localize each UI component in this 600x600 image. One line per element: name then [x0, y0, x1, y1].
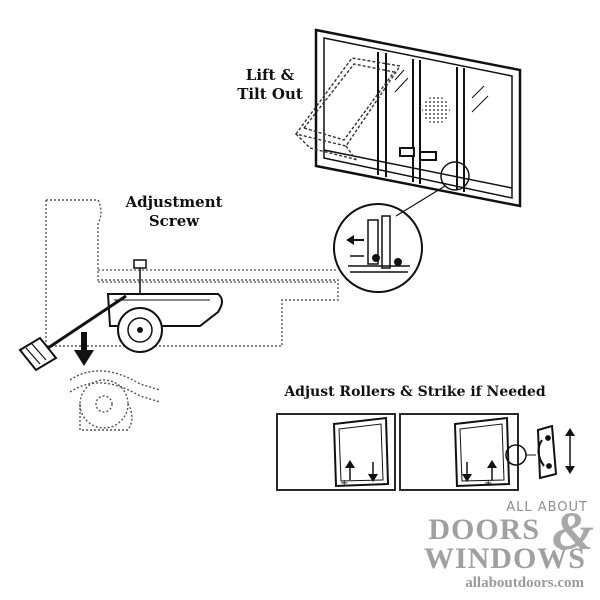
adjustment-line2: Screw — [148, 212, 200, 230]
logo-all-about: ALL ABOUT — [506, 500, 588, 515]
roller-strike-panels: + + — [276, 413, 575, 491]
lift-tilt-line1: Lift & — [245, 66, 295, 84]
roller-detail — [333, 203, 423, 293]
logo-ampersand: & — [551, 501, 594, 561]
adjustment-line1: Adjustment — [125, 193, 223, 211]
logo-windows: WINDOWS — [423, 542, 586, 575]
lift-tilt-line2: Tilt Out — [237, 85, 303, 103]
brand-logo: ALL ABOUT & DOORS WINDOWS allaboutdoors.… — [412, 500, 598, 598]
logo-doors: DOORS — [428, 513, 540, 546]
roller-cross-section — [18, 199, 339, 431]
adjustment-screw-label: Adjustment Screw — [110, 193, 238, 231]
adjust-rollers-label: Adjust Rollers & Strike if Needed — [284, 384, 546, 400]
tilted-sash-outline — [294, 57, 402, 161]
window-illustration — [314, 28, 522, 217]
lift-tilt-label: Lift & Tilt Out — [228, 66, 312, 104]
logo-url: allaboutdoors.com — [465, 575, 584, 591]
svg-text:+: + — [484, 478, 492, 489]
svg-text:+: + — [340, 478, 348, 489]
